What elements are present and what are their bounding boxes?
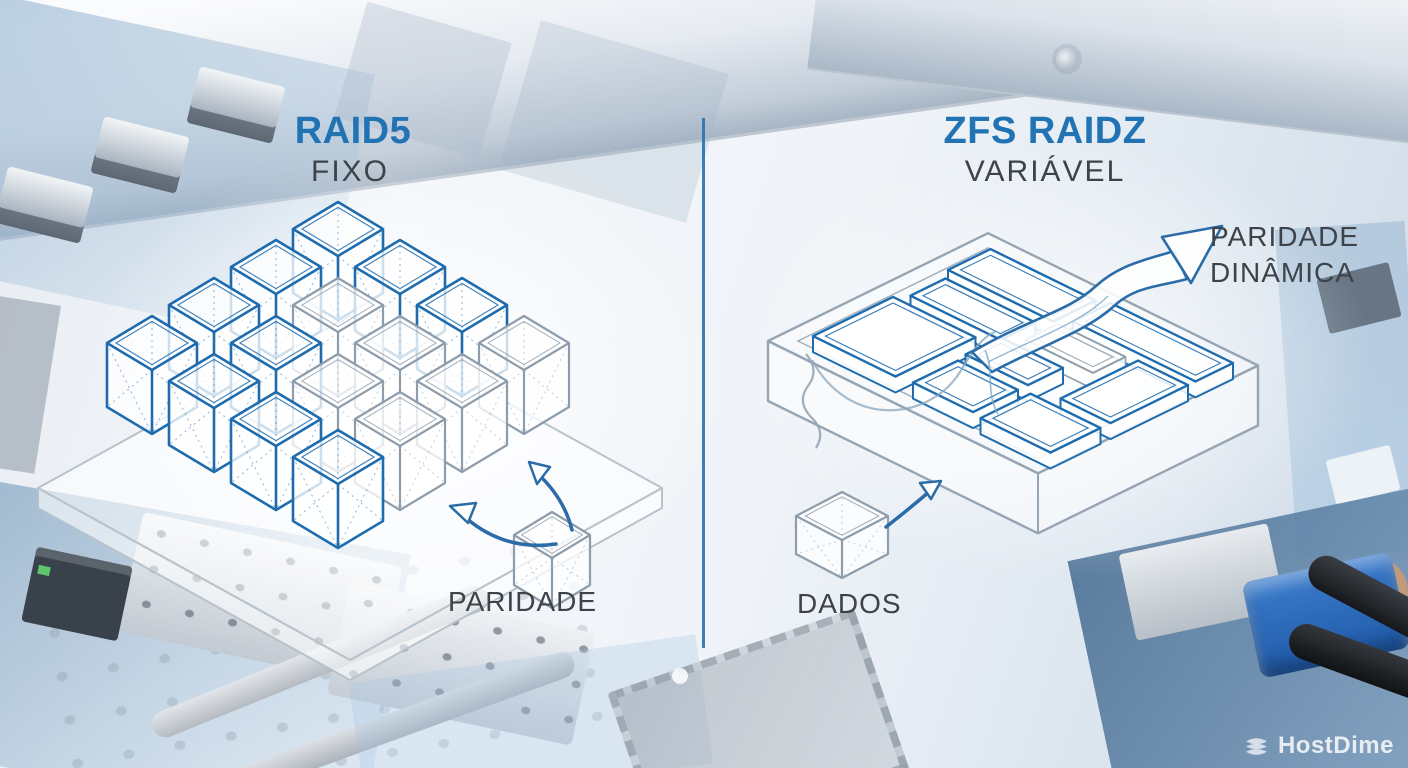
hostdime-logo-icon (1246, 737, 1267, 755)
data-arrow (884, 479, 943, 529)
right-title: ZFS RAIDZ (943, 110, 1147, 152)
right-subtitle: VARIÁVEL (964, 155, 1126, 188)
cube-3-3 (291, 428, 385, 550)
data-cube-shape (794, 490, 890, 580)
panel-divider-line (702, 118, 705, 648)
left-subtitle: FIXO (310, 155, 390, 188)
parity-label: PARIDADE (448, 586, 598, 617)
dynamic-parity-label: PARIDADE DINÂMICA (1210, 221, 1360, 288)
watermark-text: HostDime (1277, 732, 1394, 759)
watermark: HostDime (1243, 732, 1394, 760)
left-title: RAID5 (294, 110, 412, 152)
data-label: DADOS (797, 588, 902, 619)
data-cube (794, 490, 890, 580)
